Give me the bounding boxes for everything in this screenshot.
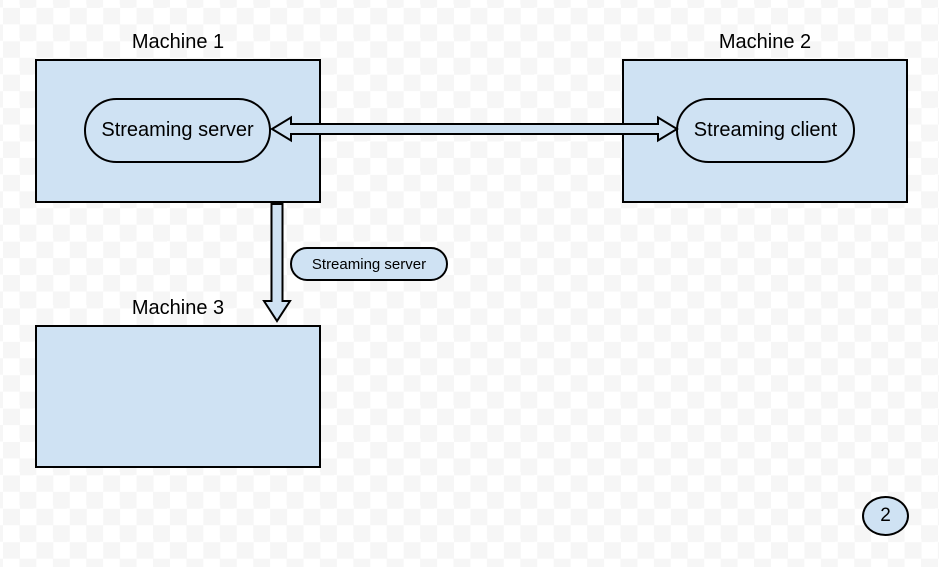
- bidirectional-arrow: [270, 115, 679, 143]
- down-arrow-label-shape: Streaming server: [290, 247, 448, 281]
- machine-2-title: Machine 2: [718, 31, 812, 53]
- machine-1-title: Machine 1: [131, 31, 225, 53]
- streaming-client-shape: Streaming client: [676, 98, 855, 163]
- down-arrow-label: Streaming server: [311, 255, 427, 273]
- streaming-server-shape: Streaming server: [84, 98, 271, 163]
- streaming-client-label: Streaming client: [693, 119, 838, 141]
- machine-3-box: [35, 325, 321, 468]
- page-number-badge: 2: [862, 496, 909, 536]
- machine-3-title: Machine 3: [131, 297, 225, 319]
- page-number: 2: [880, 505, 891, 526]
- streaming-server-label: Streaming server: [101, 119, 254, 141]
